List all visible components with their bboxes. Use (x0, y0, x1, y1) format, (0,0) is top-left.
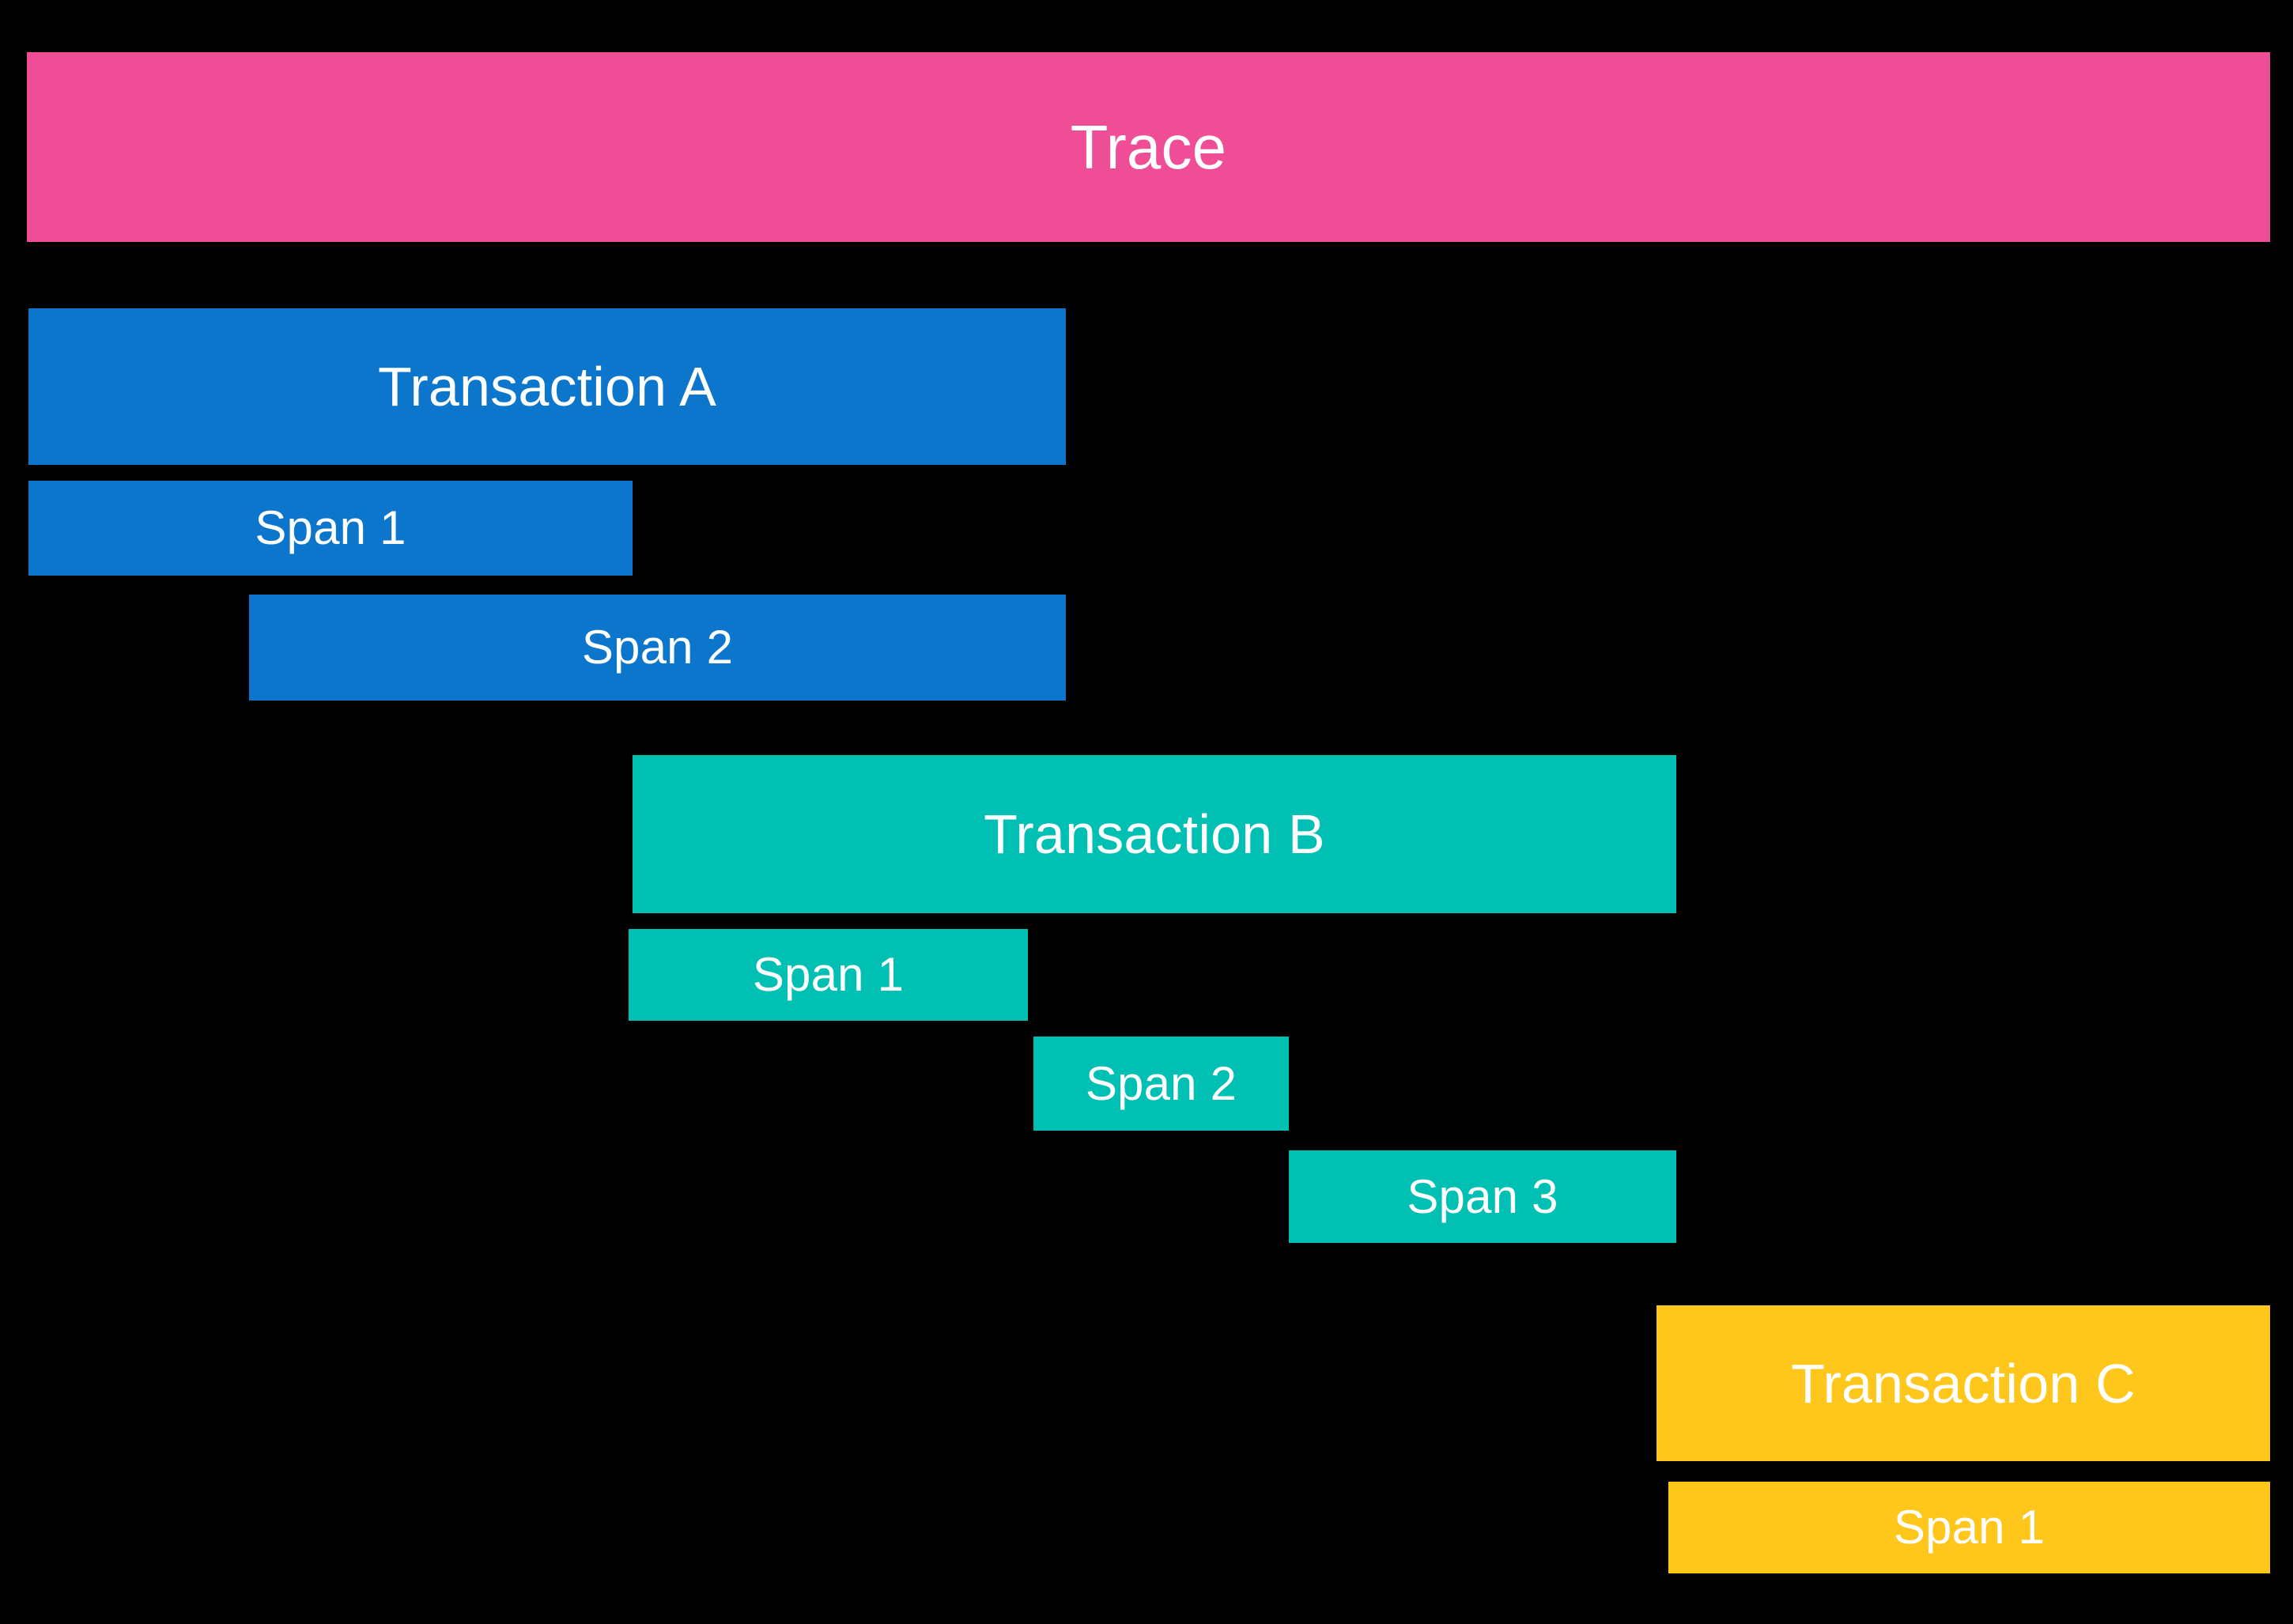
transaction-a-span-2-label: Span 2 (581, 621, 734, 674)
transaction-c-span-1-label: Span 1 (1893, 1501, 2046, 1554)
bar-transaction-c-span-1: Span 1 (1668, 1482, 2270, 1573)
bar-transaction-c: Transaction C (1656, 1305, 2270, 1461)
transaction-b-span-2-label: Span 2 (1085, 1056, 1237, 1110)
bar-transaction-b-span-3: Span 3 (1289, 1150, 1676, 1243)
transaction-b-label: Transaction B (984, 803, 1325, 865)
bar-transaction-a: Transaction A (28, 308, 1066, 465)
bar-transaction-b-span-2: Span 2 (1033, 1037, 1289, 1131)
trace-label: Trace (1070, 112, 1227, 182)
transaction-a-span-1-label: Span 1 (255, 501, 406, 554)
bar-transaction-a-span-1: Span 1 (28, 481, 633, 576)
transaction-c-label: Transaction C (1791, 1352, 2136, 1414)
bar-trace: Trace (27, 52, 2270, 242)
bar-transaction-a-span-2: Span 2 (249, 595, 1066, 701)
transaction-b-span-1-label: Span 1 (752, 948, 905, 1001)
transaction-b-span-3-label: Span 3 (1407, 1169, 1558, 1223)
bar-transaction-b: Transaction B (633, 755, 1676, 913)
bar-transaction-b-span-1: Span 1 (629, 929, 1028, 1021)
transaction-a-label: Transaction A (377, 356, 716, 417)
